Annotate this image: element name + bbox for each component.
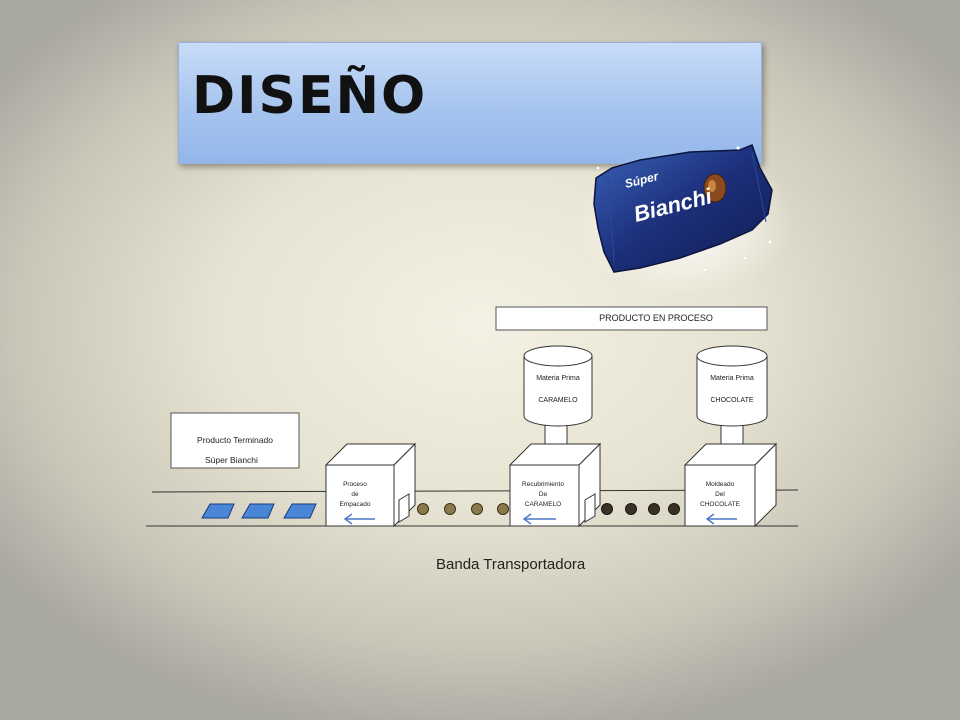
packaged-products [201,503,317,519]
machine-chocolate-line3: CHOCOLATE [700,501,740,508]
machine-packaging-line2: de [351,491,359,498]
machine-caramel-line1: Recubrimiento [522,481,564,488]
machine-caramel-line2: De [538,491,548,498]
chocolate-piece [625,503,637,515]
machine-chocolate-label: Moldeado Del CHOCOLATE [685,480,755,510]
caramel-pieces [417,503,509,515]
packaged-product [201,503,235,519]
hopper-caramel-line1: Materia Prima [536,375,580,382]
caramel-piece [497,503,509,515]
chocolate-pieces [601,503,680,515]
finished-product-label: Producto Terminado Súper Bianchi [171,430,299,470]
hopper-caramel-line2: CARAMELO [538,397,578,404]
machine-chocolate-line2: Del [715,491,725,498]
packaged-product [283,503,317,519]
machine-chocolate-molding [683,442,778,528]
machine-packaging [324,442,417,528]
title-banner [178,42,762,164]
caramel-piece [444,503,456,515]
machine-packaging-line3: Empacado [339,501,371,508]
finished-product-line2: Súper Bianchi [205,455,258,465]
chocolate-piece [648,503,660,515]
packaged-product [241,503,275,519]
candy-package-logo: Súper Bianchi [575,144,795,297]
slide-title: DISEÑO [192,66,428,126]
finished-product-box [170,412,300,469]
machine-packaging-label: Proceso de Empacado [326,480,384,510]
machine-packaging-line1: Proceso [343,481,367,488]
hopper-chocolate-label: Materia Prima CHOCOLATE [697,368,767,412]
finished-product-line1: Producto Terminado [197,435,273,445]
machine-chocolate-line1: Moldeado [705,481,735,488]
hopper-caramel-label: Materia Prima CARAMELO [524,368,592,412]
chocolate-piece [601,503,613,515]
hopper-chocolate-line2: CHOCOLATE [710,397,754,404]
caramel-piece [417,503,429,515]
product-in-process-box [495,306,768,331]
machine-caramel-label: Recubrimiento De CARAMELO [510,480,576,510]
machine-caramel-line3: CARAMELO [524,501,562,508]
machine-caramel-coating [508,442,602,528]
caramel-piece [471,503,483,515]
hopper-chocolate-line1: Materia Prima [710,375,754,382]
chocolate-piece [668,503,680,515]
product-in-process-label: PRODUCTO EN PROCESO [599,313,713,323]
conveyor-caption: Banda Transportadora [436,556,586,573]
